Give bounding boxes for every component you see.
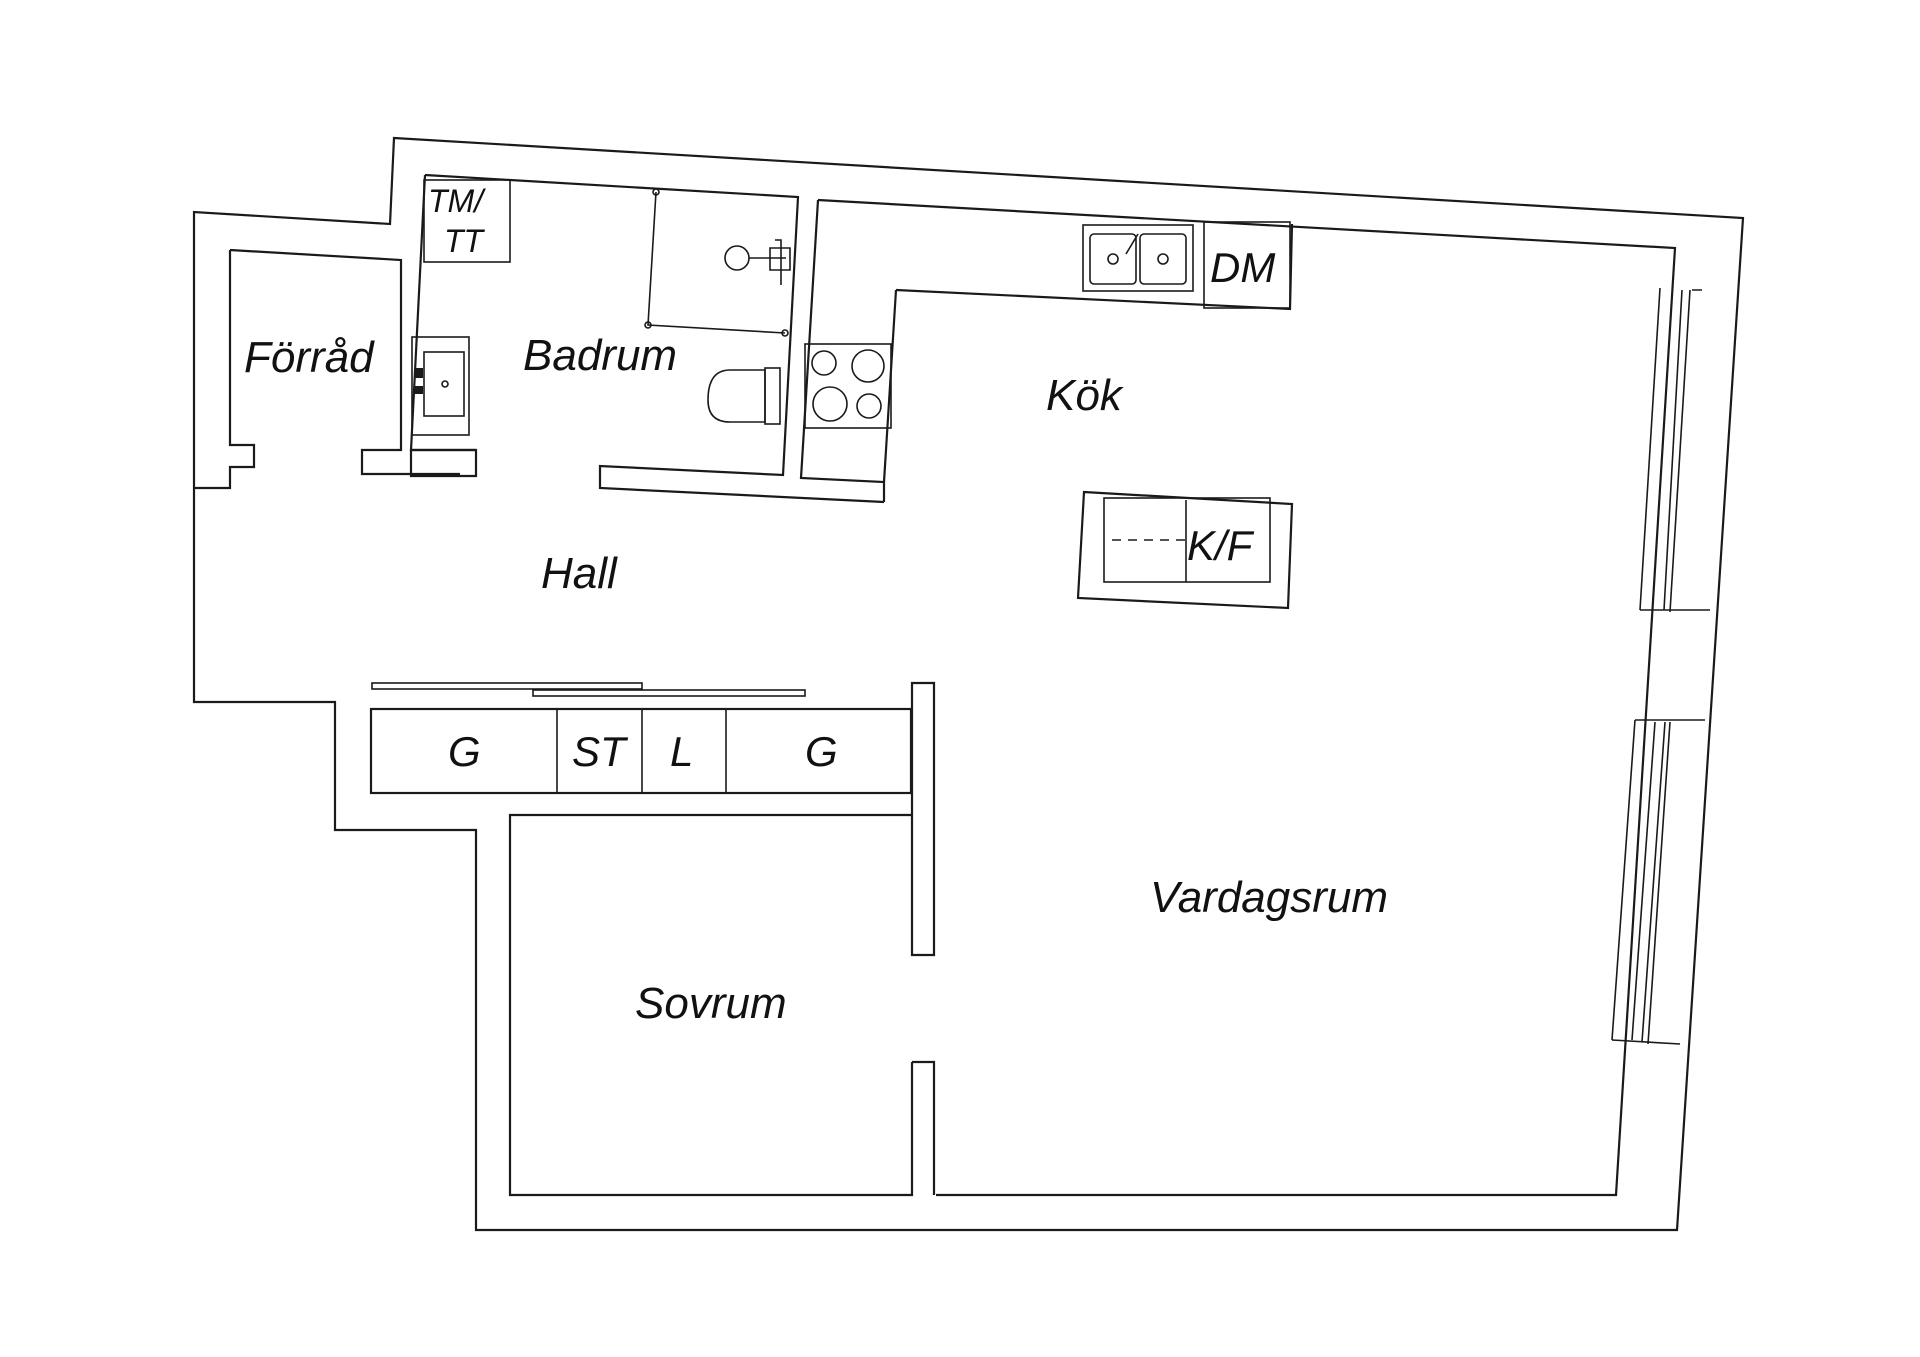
bedroom-wall-lower — [508, 813, 936, 1197]
outer-wall-inner-top — [817, 198, 1677, 1197]
bedroom-wall-outline — [910, 681, 936, 957]
bathroom-wall-top — [424, 173, 885, 504]
kitchen-faucet — [1125, 233, 1139, 255]
sliding-door-rail-1 — [371, 682, 643, 690]
stove-burner-2 — [851, 349, 885, 383]
room-label-badrum: Badrum — [523, 331, 677, 380]
shower-head — [724, 245, 750, 271]
fridge-unit-inner — [1103, 497, 1271, 583]
kitchen-inner-wall — [882, 289, 898, 483]
tm-tt-label-top: TM/ — [428, 183, 486, 219]
stove-burner-1 — [811, 350, 837, 376]
stove-zone — [804, 343, 892, 429]
kitchen-sink-left — [1089, 233, 1137, 285]
wardrobe-label-st: ST — [572, 728, 629, 775]
sliding-door-rail-2 — [532, 689, 806, 697]
room-label-kok: Kök — [1046, 371, 1124, 420]
toilet-tank — [764, 367, 781, 425]
bathroom-sink-counter — [411, 336, 470, 436]
kitchen-sink-right — [1139, 233, 1187, 285]
stove-burner-4 — [856, 393, 882, 419]
shower-rod-end-3 — [781, 329, 789, 337]
bathroom-front-wall — [409, 448, 478, 478]
room-labels: Förråd Badrum Kök Hall Vardagsrum Sovrum — [244, 331, 1388, 1028]
fridge-freezer-label: K/F — [1187, 522, 1255, 569]
storage-wall-left — [194, 250, 256, 490]
storage-room-walls — [194, 248, 460, 490]
kitchen: DM K/F — [799, 199, 1294, 610]
toilet-bowl — [707, 369, 766, 423]
room-label-hall: Hall — [541, 549, 618, 598]
window-1 — [1639, 287, 1702, 613]
bathroom-sink-tap-2 — [415, 386, 423, 394]
room-label-sovrum: Sovrum — [635, 979, 787, 1028]
window-2 — [1611, 719, 1671, 1045]
shower-rod-end-1 — [652, 188, 660, 196]
shower-rod-end-2 — [644, 321, 652, 329]
wardrobes: G ST L G — [369, 682, 913, 795]
tm-tt-label-bottom: TT — [444, 223, 486, 259]
room-label-vardagsrum: Vardagsrum — [1150, 873, 1388, 922]
wardrobe-label-l: L — [670, 728, 693, 775]
stove-burner-3 — [812, 386, 848, 422]
kitchen-counter-wall — [799, 199, 1294, 502]
outer-walls — [192, 136, 1745, 1232]
wardrobe-label-g2: G — [805, 728, 838, 775]
bathroom-walls: TM/ TT — [409, 173, 885, 504]
dishwasher-box — [1203, 221, 1291, 309]
fridge-unit-outer — [1076, 490, 1294, 610]
shower-mixer — [749, 239, 791, 285]
window-sill-lines — [1611, 609, 1710, 1045]
tm-tt-cabinet — [423, 179, 511, 263]
wardrobe-label-g1: G — [448, 728, 481, 775]
windows — [1611, 287, 1710, 1045]
shower-curtain — [647, 191, 786, 334]
kitchen-sink-drain-left — [1107, 253, 1119, 265]
kitchen-sink-drain-right — [1157, 253, 1169, 265]
kitchen-sink-outer — [1082, 224, 1194, 292]
bathroom-sink-basin — [423, 351, 465, 417]
bathroom-sink-tap — [415, 368, 423, 378]
bedroom-walls — [508, 681, 936, 1197]
room-label-forrad: Förråd — [244, 333, 375, 382]
storage-wall — [229, 248, 460, 476]
dishwasher-label: DM — [1210, 244, 1275, 291]
bathroom-sink-drain — [441, 380, 449, 388]
outer-wall-outline — [192, 136, 1745, 1232]
